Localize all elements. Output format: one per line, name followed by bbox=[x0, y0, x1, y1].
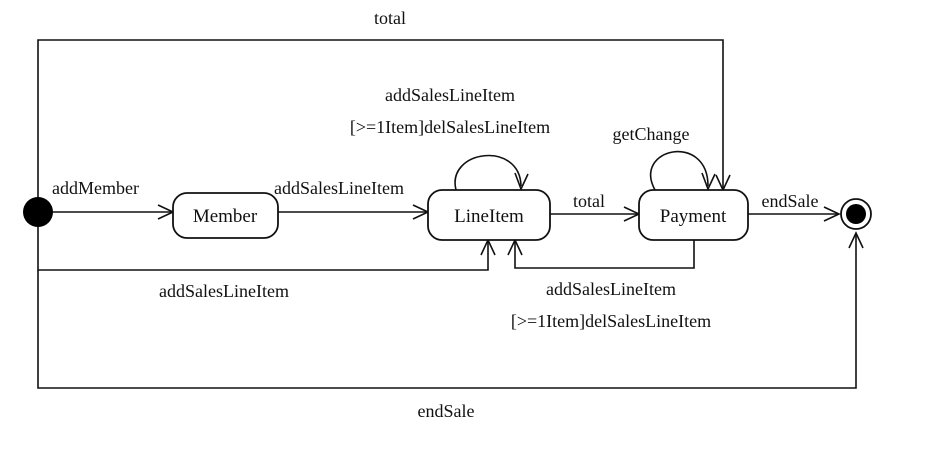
label-payment-endsale: endSale bbox=[762, 191, 819, 211]
edge-payment-to-lineitem bbox=[507, 238, 695, 269]
edge-add-member bbox=[52, 204, 175, 220]
label-initial-to-lineitem: addSalesLineItem bbox=[159, 281, 289, 301]
edge-payment-self-loop bbox=[649, 150, 716, 192]
label-lineitem-self-add: addSalesLineItem bbox=[385, 85, 515, 105]
label-total-top: total bbox=[374, 8, 406, 28]
state-lineitem: LineItem bbox=[427, 189, 551, 241]
label-lineitem-self-del: [>=1Item]delSalesLineItem bbox=[350, 117, 550, 137]
final-state-node bbox=[840, 198, 872, 230]
edge-member-to-lineitem bbox=[278, 204, 430, 220]
label-payment-back-add: addSalesLineItem bbox=[546, 279, 676, 299]
edge-lineitem-self-loop bbox=[454, 154, 529, 192]
state-member: Member bbox=[172, 192, 279, 239]
state-member-label: Member bbox=[193, 206, 258, 227]
label-endsale-bottom: endSale bbox=[418, 401, 475, 421]
label-member-to-lineitem: addSalesLineItem bbox=[274, 178, 404, 198]
edge-payment-endsale bbox=[748, 206, 841, 222]
label-add-member: addMember bbox=[52, 178, 139, 198]
initial-state-node bbox=[23, 197, 53, 227]
state-payment-label: Payment bbox=[660, 206, 727, 227]
label-lineitem-to-payment: total bbox=[573, 191, 605, 211]
state-payment: Payment bbox=[638, 189, 749, 241]
label-payment-self: getChange bbox=[613, 124, 690, 144]
label-payment-back-del: [>=1Item]delSalesLineItem bbox=[511, 311, 711, 331]
edge-endsale-bottom bbox=[37, 231, 864, 389]
state-lineitem-label: LineItem bbox=[454, 206, 524, 227]
